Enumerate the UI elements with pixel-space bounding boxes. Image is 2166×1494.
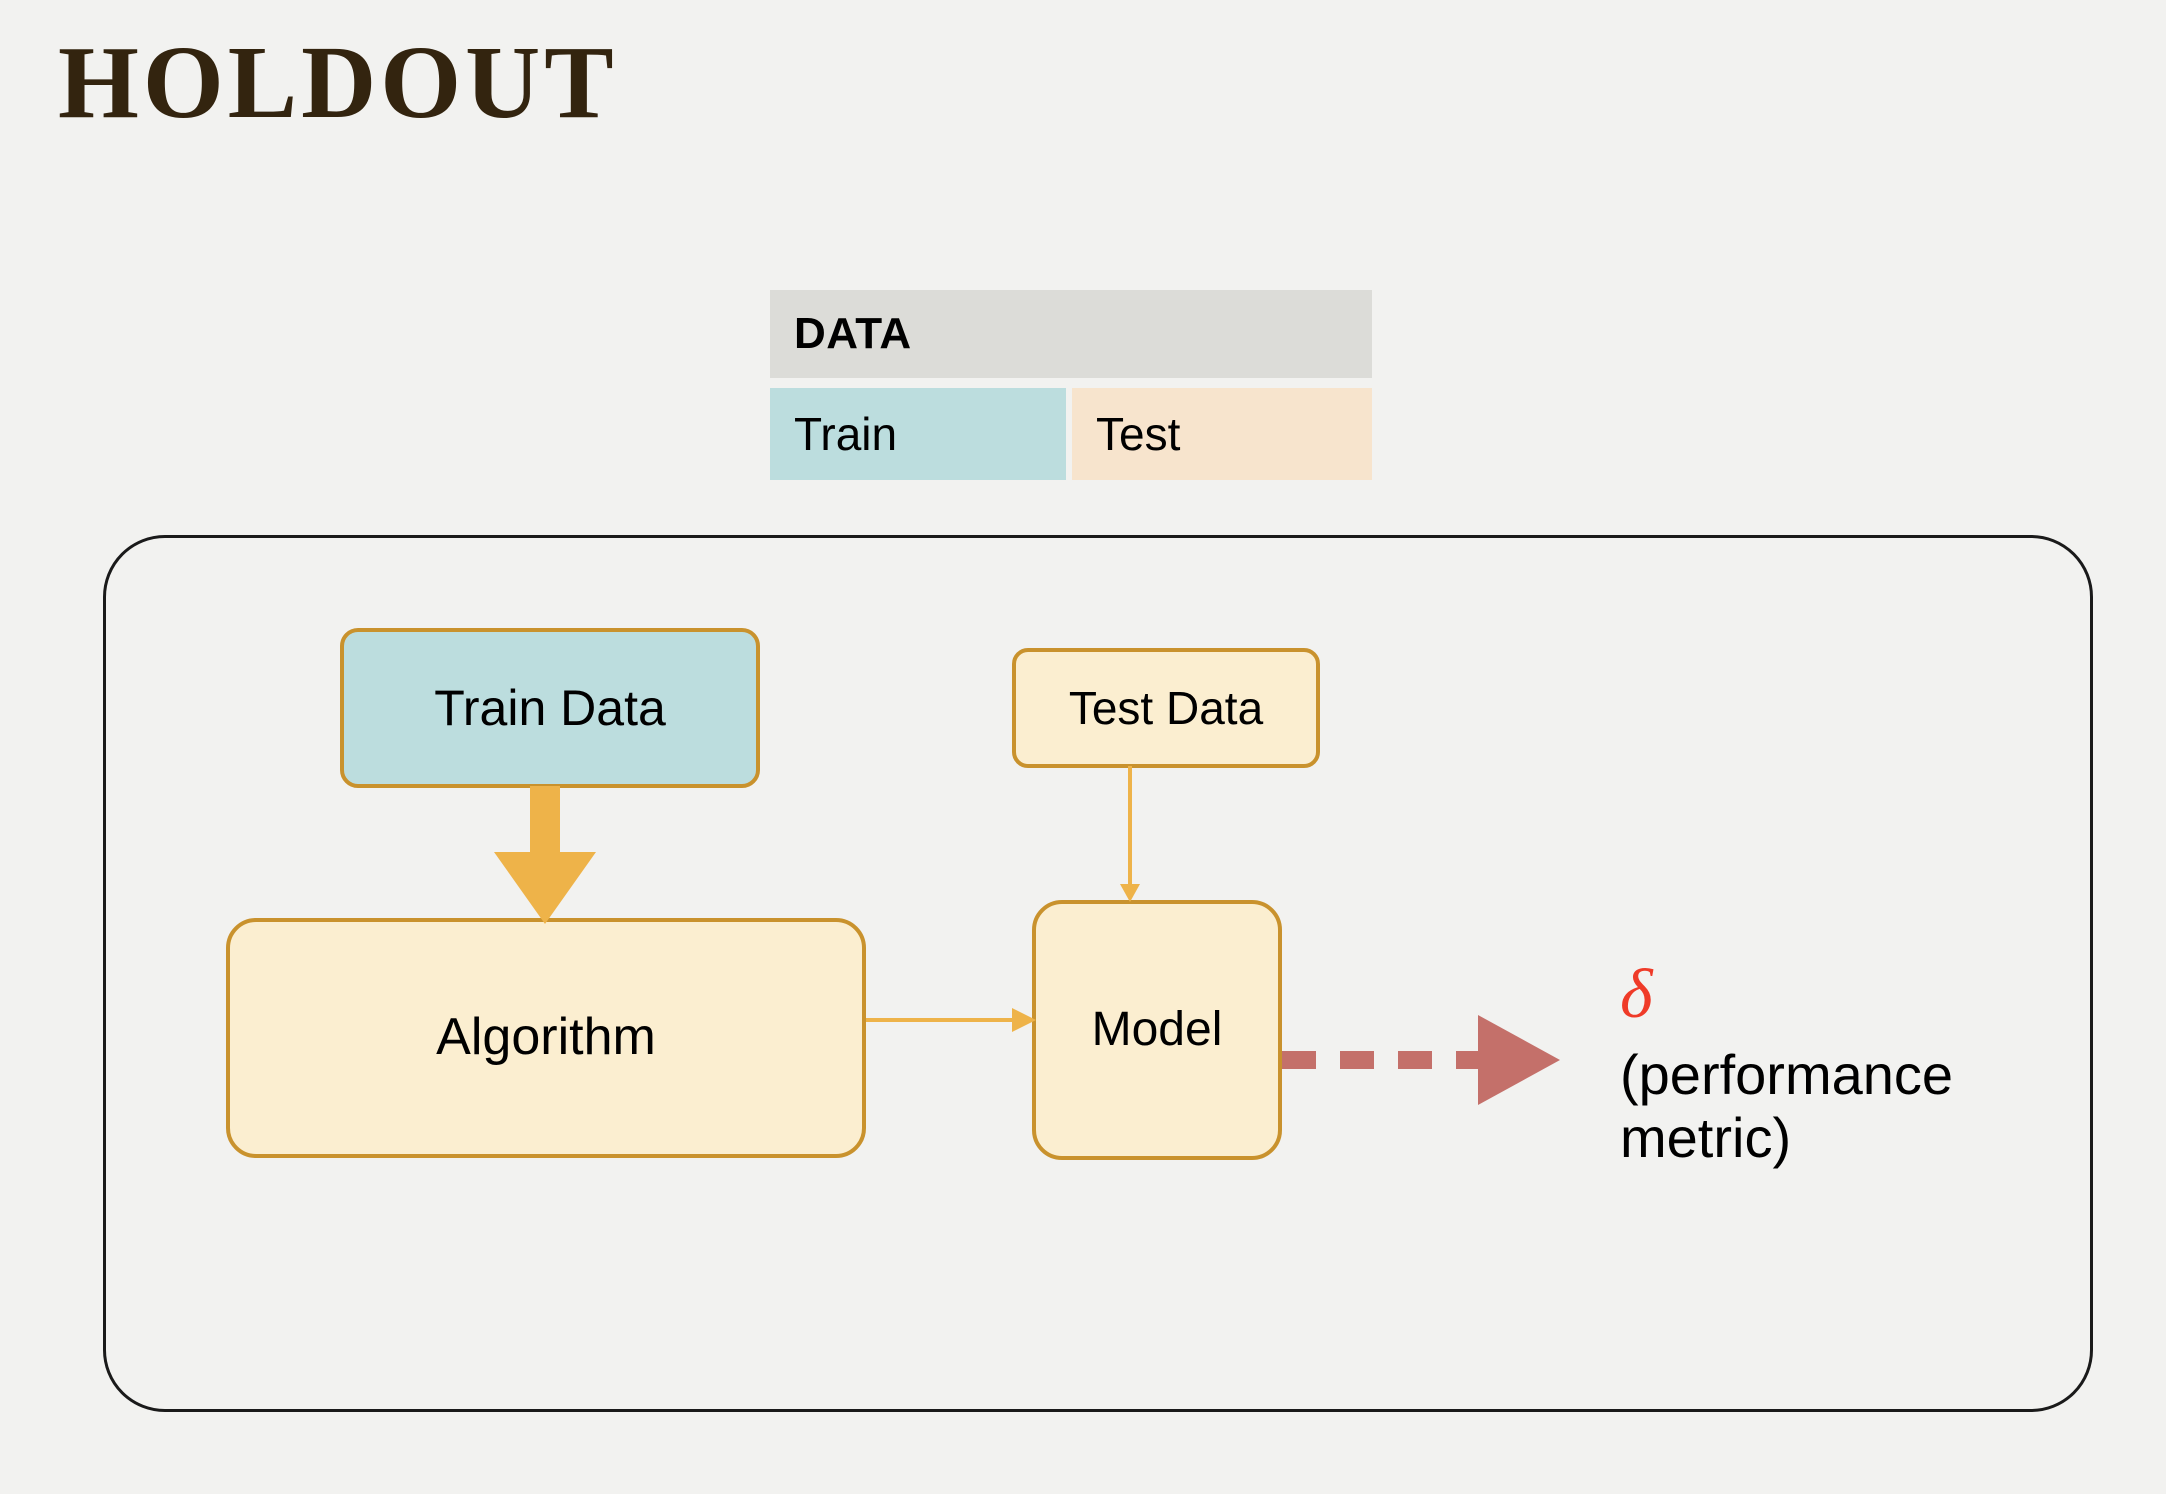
performance-metric-block: δ (performance metric): [1620, 960, 2080, 1169]
data-table-header: DATA: [770, 290, 1372, 378]
node-train-data: Train Data: [340, 628, 760, 788]
page-title: HOLDOUT: [58, 25, 618, 140]
data-cell-train: Train: [770, 388, 1066, 480]
arrow-train-data-to-algorithm: [494, 786, 596, 924]
arrow-algorithm-to-model: [866, 1008, 1036, 1032]
diagram-container: [103, 535, 2093, 1412]
node-algorithm: Algorithm: [226, 918, 866, 1158]
data-table-header-label: DATA: [794, 309, 912, 358]
metric-caption: (performance metric): [1620, 1043, 2080, 1169]
metric-caption-line-2: metric): [1620, 1105, 1792, 1169]
data-cell-test: Test: [1072, 388, 1372, 480]
node-model: Model: [1032, 900, 1282, 1160]
data-table: DATA Train Test: [770, 290, 1372, 480]
node-test-data: Test Data: [1012, 648, 1320, 768]
metric-symbol-delta: δ: [1620, 956, 1653, 1033]
data-table-split-row: Train Test: [770, 388, 1372, 480]
arrow-test-data-to-model: [1120, 766, 1140, 902]
arrow-model-to-metric: [1282, 1015, 1560, 1105]
metric-caption-line-1: (performance: [1620, 1043, 1954, 1106]
